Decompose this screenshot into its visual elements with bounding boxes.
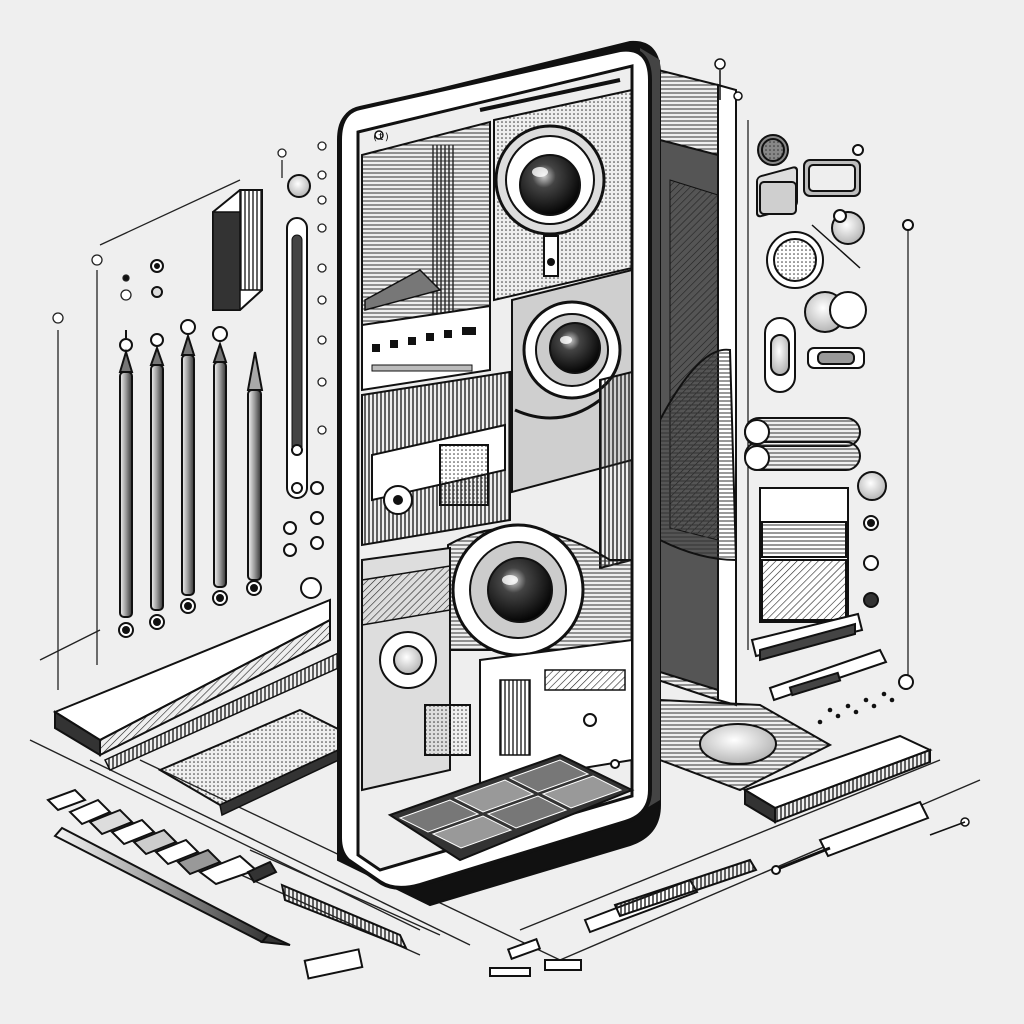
pencil-icon xyxy=(53,826,291,946)
left-plinth xyxy=(52,598,363,817)
phone-marking: (t) xyxy=(372,132,390,143)
camera-lens-icon xyxy=(447,523,633,657)
camera-lens-icon xyxy=(493,88,633,302)
guide-lines xyxy=(52,141,327,690)
stylus-icon xyxy=(246,351,264,596)
dot-grid xyxy=(817,691,895,725)
stylus-group xyxy=(118,319,264,638)
camera-lens-icon xyxy=(511,268,633,494)
bottom-chips xyxy=(280,858,758,980)
stylus-icon xyxy=(149,333,165,630)
stylus-icon xyxy=(118,330,134,638)
key-strip xyxy=(46,788,278,886)
component-column xyxy=(744,120,914,702)
stylus-icon xyxy=(212,326,228,606)
dial-button-icon xyxy=(150,174,324,599)
stylus-icon xyxy=(180,319,196,614)
guide-points-right xyxy=(714,58,970,836)
speaker-grille-icon xyxy=(212,189,263,311)
right-plinth xyxy=(659,698,933,875)
smartphone-icon: (t) xyxy=(337,40,661,907)
right-tower xyxy=(657,68,738,707)
slider-handle-icon xyxy=(286,217,308,499)
